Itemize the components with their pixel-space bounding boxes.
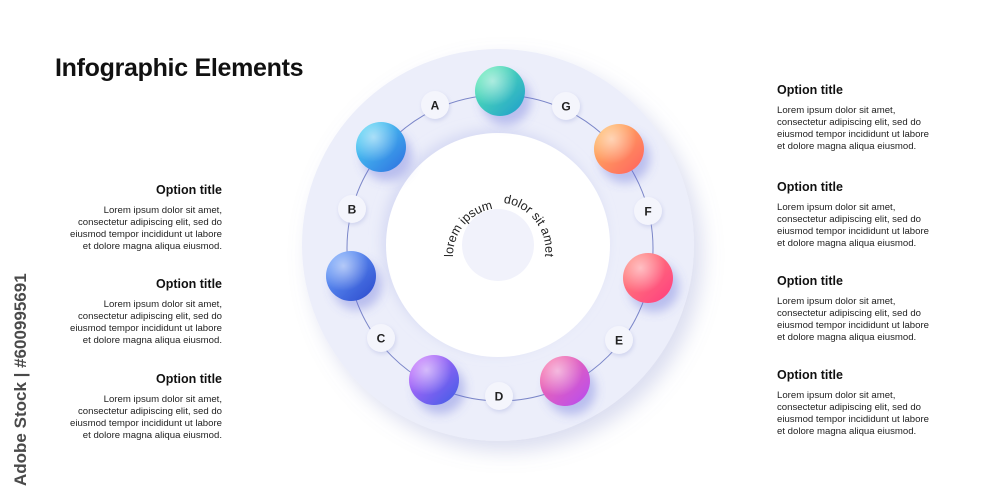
option-title: Option title (777, 274, 843, 288)
option-title: Option title (777, 83, 843, 97)
node-badge-f: F (634, 197, 662, 225)
option-left-1: Option title Lorem ipsum dolor sit amet,… (62, 183, 222, 253)
option-text-line: et dolore magna aliqua eiusmod. (777, 141, 917, 152)
option-right-2: Option title Lorem ipsum dolor sit amet,… (777, 180, 937, 250)
option-title: Option title (777, 368, 843, 382)
option-text-line: Lorem ipsum dolor sit amet, (777, 390, 896, 401)
sphere-coral (623, 253, 673, 303)
stock-watermark: Adobe Stock | #600995691 (11, 273, 30, 486)
option-text-line: consectetur adipiscing elit, sed do (78, 311, 222, 322)
node-letter: E (615, 334, 623, 348)
sphere-teal (475, 66, 525, 116)
option-text-line: et dolore magna aliqua eiusmod. (777, 238, 917, 249)
option-right-4: Option title Lorem ipsum dolor sit amet,… (777, 368, 937, 438)
node-badge-c: C (367, 324, 395, 352)
option-text-line: consectetur adipiscing elit, sed do (78, 406, 222, 417)
option-title: Option title (156, 277, 222, 291)
option-text-line: consectetur adipiscing elit, sed do (777, 214, 921, 225)
option-text-line: eiusmod tempor incididunt ut labore (70, 323, 222, 334)
option-text: Lorem ipsum dolor sit amet, consectetur … (777, 296, 937, 344)
sphere-magenta (540, 356, 590, 406)
option-text-line: eiusmod tempor incididunt ut labore (777, 414, 929, 425)
node-badge-e: E (605, 326, 633, 354)
option-text-line: consectetur adipiscing elit, sed do (78, 217, 222, 228)
option-text: Lorem ipsum dolor sit amet, consectetur … (777, 202, 937, 250)
option-text-line: Lorem ipsum dolor sit amet, (777, 296, 896, 307)
option-text: Lorem ipsum dolor sit amet, consectetur … (62, 299, 222, 347)
node-letter: F (644, 205, 651, 219)
option-text-line: et dolore magna aliqua eiusmod. (777, 332, 917, 343)
option-right-1: Option title Lorem ipsum dolor sit amet,… (777, 83, 937, 153)
node-letter: D (495, 390, 504, 404)
node-letter: G (561, 100, 570, 114)
sphere-blue (326, 251, 376, 301)
sphere-orange (594, 124, 644, 174)
center-hub (462, 209, 534, 281)
option-left-2: Option title Lorem ipsum dolor sit amet,… (62, 277, 222, 347)
option-text-line: eiusmod tempor incididunt ut labore (777, 320, 929, 331)
node-letter: B (348, 203, 357, 217)
node-badge-a: A (421, 91, 449, 119)
sphere-cyan (356, 122, 406, 172)
option-text-line: eiusmod tempor incididunt ut labore (777, 129, 929, 140)
sphere-violet (409, 355, 459, 405)
option-right-3: Option title Lorem ipsum dolor sit amet,… (777, 274, 937, 344)
option-text-line: consectetur adipiscing elit, sed do (777, 308, 921, 319)
node-badge-g: G (552, 92, 580, 120)
watermark-text: Adobe Stock | #600995691 (11, 273, 30, 486)
option-text-line: et dolore magna aliqua eiusmod. (82, 335, 222, 346)
node-badge-b: B (338, 195, 366, 223)
option-title: Option title (156, 372, 222, 386)
option-text-line: Lorem ipsum dolor sit amet, (777, 105, 896, 116)
option-text: Lorem ipsum dolor sit amet, consectetur … (777, 390, 937, 438)
option-text-line: consectetur adipiscing elit, sed do (777, 117, 921, 128)
option-text-line: consectetur adipiscing elit, sed do (777, 402, 921, 413)
option-text: Lorem ipsum dolor sit amet, consectetur … (62, 205, 222, 253)
option-title: Option title (156, 183, 222, 197)
option-title: Option title (777, 180, 843, 194)
option-text: Lorem ipsum dolor sit amet, consectetur … (62, 394, 222, 442)
option-text-line: Lorem ipsum dolor sit amet, (103, 394, 222, 405)
node-letter: C (377, 332, 386, 346)
option-text-line: eiusmod tempor incididunt ut labore (70, 229, 222, 240)
option-text-line: et dolore magna aliqua eiusmod. (82, 241, 222, 252)
node-badge-d: D (485, 382, 513, 410)
option-text-line: Lorem ipsum dolor sit amet, (103, 299, 222, 310)
page-title: Infographic Elements (55, 54, 304, 82)
option-text-line: eiusmod tempor incididunt ut labore (70, 418, 222, 429)
option-text-line: et dolore magna aliqua eiusmod. (82, 430, 222, 441)
node-letter: A (431, 99, 440, 113)
option-left-3: Option title Lorem ipsum dolor sit amet,… (62, 372, 222, 442)
option-text-line: eiusmod tempor incididunt ut labore (777, 226, 929, 237)
option-text-line: Lorem ipsum dolor sit amet, (103, 205, 222, 216)
option-text-line: et dolore magna aliqua eiusmod. (777, 426, 917, 437)
option-text: Lorem ipsum dolor sit amet, consectetur … (777, 105, 937, 153)
option-text-line: Lorem ipsum dolor sit amet, (777, 202, 896, 213)
